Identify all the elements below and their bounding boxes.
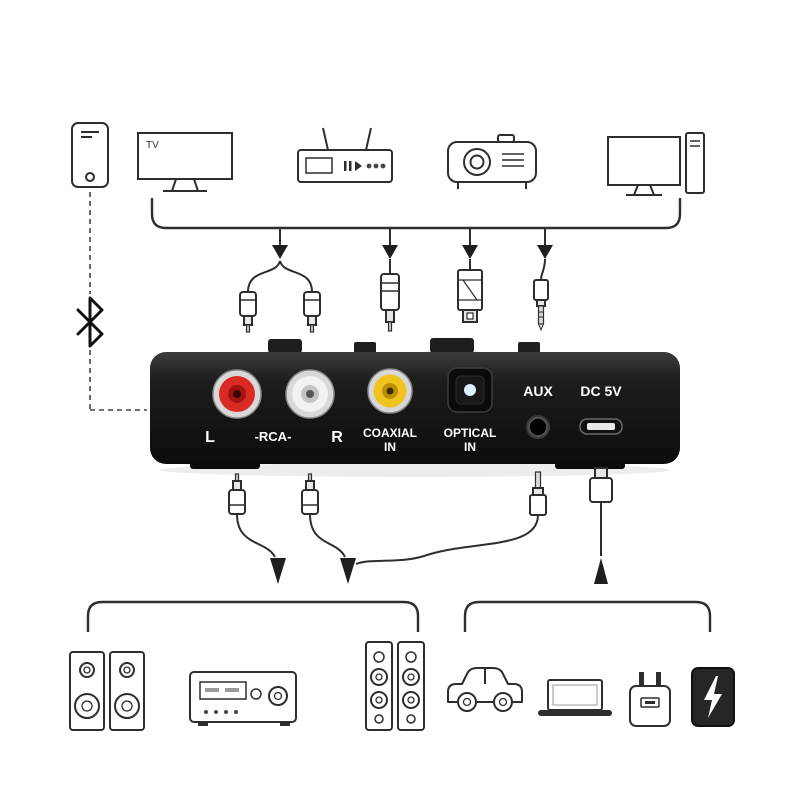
top-bracket-line	[150, 198, 682, 230]
rca-left-label: L	[205, 429, 215, 446]
aux-cable-bottom-icon	[355, 471, 547, 565]
tv-label: TV	[146, 140, 159, 151]
arrow-down-icon-bottom	[270, 558, 356, 584]
top-plug-silhouettes	[268, 338, 540, 353]
amplifier-icon	[189, 671, 297, 726]
rca-right-label: R	[331, 429, 343, 446]
aux-label: AUX	[523, 383, 553, 399]
bookshelf-speakers-icon	[69, 651, 145, 731]
bluetooth-link-line	[89, 192, 147, 411]
tv-icon	[137, 132, 233, 192]
rca-port-right	[285, 369, 335, 419]
rca-divider-label: -RCA-	[255, 429, 292, 444]
coaxial-label-line1: COAXIAL	[363, 426, 417, 440]
car-icon	[447, 667, 523, 712]
coaxial-label-line2: IN	[384, 440, 396, 454]
media-player-icon	[297, 127, 393, 183]
aux-cable-icon	[533, 258, 549, 332]
bottom-left-bracket	[86, 600, 420, 632]
projector-icon	[447, 134, 537, 189]
tower-speakers-icon	[365, 641, 425, 731]
coaxial-port	[367, 368, 413, 414]
optical-cable-icon	[457, 259, 483, 323]
optical-label-line1: OPTICAL	[444, 426, 497, 440]
arrow-up-icon	[594, 558, 608, 584]
optical-port	[447, 367, 493, 413]
power-bank-icon	[691, 667, 735, 727]
receiver-body	[150, 352, 680, 464]
smartphone-icon	[71, 122, 109, 188]
receiver-device: L -RCA- R COAXIAL IN OPTICAL IN AUX DC 5…	[150, 338, 680, 477]
dc-label: DC 5V	[580, 383, 622, 399]
desktop-pc-icon	[607, 132, 705, 196]
rca-cable-icon	[239, 260, 321, 333]
coaxial-cable-icon	[380, 259, 400, 332]
aux-port	[526, 415, 550, 439]
dc-port	[579, 418, 623, 435]
usb-cable-icon	[589, 467, 613, 556]
arrow-down-icon	[272, 228, 553, 259]
optical-label-line2: IN	[464, 440, 476, 454]
bluetooth-icon	[76, 296, 104, 348]
usb-charger-icon	[629, 672, 671, 727]
rca-cable-bottom-icon	[228, 473, 346, 558]
bottom-right-bracket	[463, 600, 712, 632]
laptop-icon	[538, 679, 612, 716]
rca-port-left	[212, 369, 262, 419]
